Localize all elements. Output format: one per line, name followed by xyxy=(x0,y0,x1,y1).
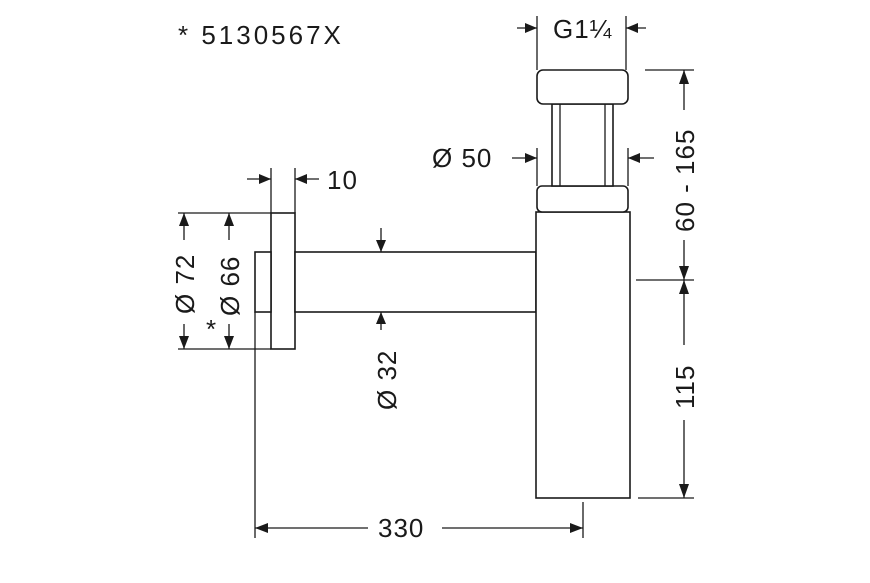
body-collar xyxy=(536,185,629,213)
flange-inner-diameter-label: Ø 66 xyxy=(215,256,245,316)
dim-heights: 60 - 165 115 xyxy=(636,69,700,499)
wall-flange xyxy=(270,212,296,350)
flange-cover xyxy=(254,251,272,313)
adjustable-height-label: 60 - 165 xyxy=(670,129,700,232)
flange-thickness-label: 10 xyxy=(327,165,358,195)
total-length-label: 330 xyxy=(378,513,424,543)
outlet-diameter-label: Ø 50 xyxy=(432,143,492,173)
dim-total-length: 330 xyxy=(254,312,584,543)
horizontal-pipe xyxy=(294,251,537,313)
trap-parts xyxy=(254,69,631,499)
trap-body xyxy=(535,211,631,499)
dim-flange-thickness: 10 xyxy=(247,165,358,213)
dim-outlet: Ø 50 xyxy=(432,143,654,186)
flange-diameter-label: Ø 72 xyxy=(170,254,200,314)
dim-pipe: Ø 32 xyxy=(372,228,402,410)
top-nut xyxy=(536,69,629,105)
body-height-label: 115 xyxy=(670,365,700,409)
dim-flange-diameters: Ø 72 Ø 66 * xyxy=(170,212,271,350)
dim-thread: G1¼ xyxy=(517,14,646,70)
vertical-tube xyxy=(551,103,614,187)
pipe-diameter-label: Ø 32 xyxy=(372,350,402,410)
article-code: * 5130567X xyxy=(178,20,344,50)
thread-label: G1¼ xyxy=(553,14,612,44)
inner-diameter-marker: * xyxy=(206,314,217,344)
